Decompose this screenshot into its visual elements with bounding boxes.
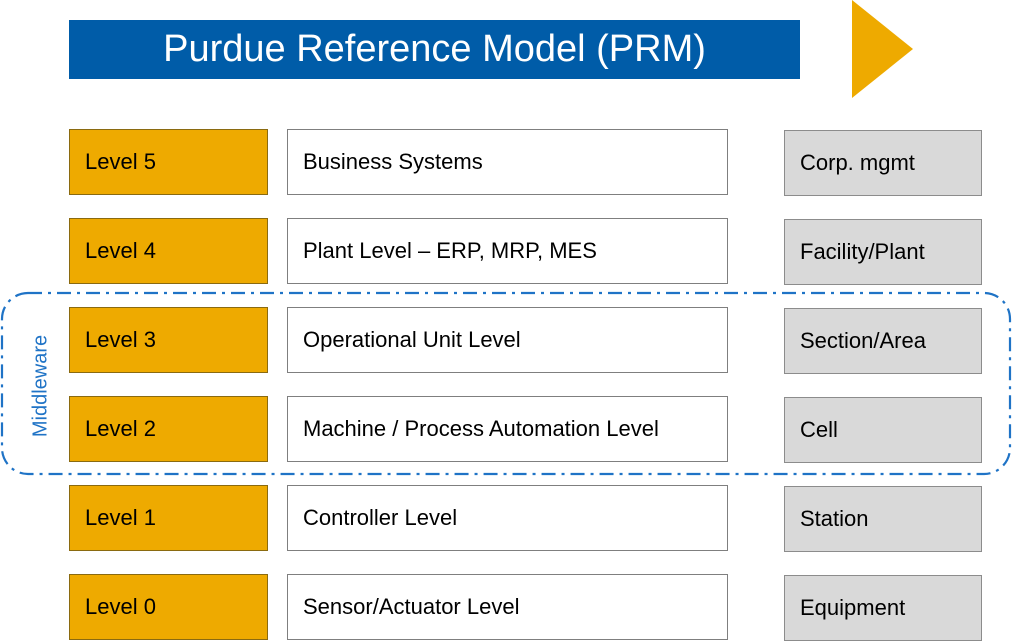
scope-box-0: Equipment	[784, 575, 982, 641]
level-box-0: Level 0	[69, 574, 268, 640]
level-box-2: Level 2	[69, 396, 268, 462]
diagram-title: Purdue Reference Model (PRM)	[69, 20, 800, 79]
description-box-4: Plant Level – ERP, MRP, MES	[287, 218, 728, 284]
level-box-4: Level 4	[69, 218, 268, 284]
scope-box-5: Corp. mgmt	[784, 130, 982, 196]
scope-box-3: Section/Area	[784, 308, 982, 374]
scope-box-1: Station	[784, 486, 982, 552]
description-box-2: Machine / Process Automation Level	[287, 396, 728, 462]
scope-box-4: Facility/Plant	[784, 219, 982, 285]
middleware-label: Middleware	[29, 334, 52, 438]
play-arrow-icon	[852, 0, 913, 98]
level-box-1: Level 1	[69, 485, 268, 551]
level-box-3: Level 3	[69, 307, 268, 373]
description-box-1: Controller Level	[287, 485, 728, 551]
level-box-5: Level 5	[69, 129, 268, 195]
description-box-0: Sensor/Actuator Level	[287, 574, 728, 640]
description-box-3: Operational Unit Level	[287, 307, 728, 373]
description-box-5: Business Systems	[287, 129, 728, 195]
arrow-shape	[852, 0, 913, 98]
scope-box-2: Cell	[784, 397, 982, 463]
